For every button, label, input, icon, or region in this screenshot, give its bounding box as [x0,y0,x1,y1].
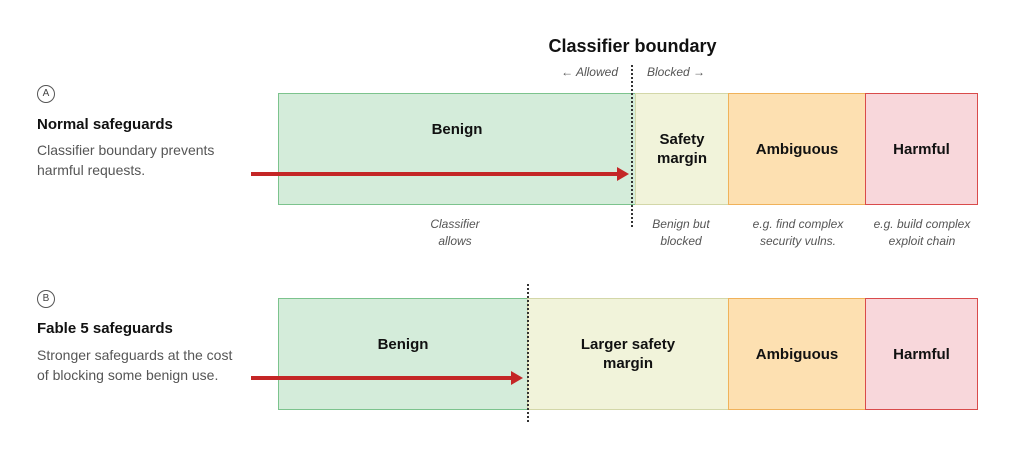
band-ambiguous: Ambiguous [728,93,866,205]
blocked-direction-label: Blocked → [647,65,706,79]
caption-margin: Benign but blocked [635,216,727,250]
row-b-classifier-boundary [527,284,529,422]
band-benign: Benign [278,298,528,410]
caption-harmful-line2: exploit chain [888,234,956,248]
caption-ambiguous-line2: security vulns. [759,234,837,248]
row-a-arrow-head-icon [617,167,629,181]
caption-harmful: e.g. build complex exploit chain [862,216,982,250]
band-ambiguous-label: Ambiguous [755,345,839,363]
caption-harmful-line1: e.g. build complex [873,217,971,231]
caption-margin-line1: Benign but [652,217,710,231]
band-benign-label: Benign [377,335,429,353]
band-harmful: Harmful [865,298,978,410]
band-margin-label-line1: Larger safety [580,336,676,353]
row-b-bar: Benign Larger safety margin Ambiguous Ha… [278,298,978,410]
band-larger-safety-margin: Larger safety margin [527,298,729,410]
row-a-arrow-shaft [251,172,619,176]
caption-benign: Classifier allows [395,216,515,250]
band-margin-label-line2: margin [602,355,653,372]
diagram-title: Classifier boundary [548,36,717,56]
row-b-arrow-head-icon [511,371,523,385]
band-safety-margin: Safety margin [635,93,729,205]
row-a-description: Classifier boundary prevents harmful req… [37,142,215,178]
caption-benign-line1: Classifier [430,217,480,231]
band-harmful-label: Harmful [893,345,950,363]
band-margin-label-line1: Safety [659,131,705,148]
row-b-arrow-shaft [251,376,513,380]
band-harmful-label: Harmful [893,140,950,158]
caption-margin-line2: blocked [660,234,702,248]
caption-benign-line2: allows [438,234,472,248]
row-b-heading: Fable 5 safeguards [37,320,173,337]
band-ambiguous: Ambiguous [728,298,866,410]
band-ambiguous-label: Ambiguous [755,140,839,158]
band-benign: Benign [278,93,636,205]
allowed-direction-label: ← Allowed [561,65,618,79]
row-a-heading: Normal safeguards [37,116,173,133]
caption-ambiguous-line1: e.g. find complex [752,217,844,231]
badge-a: A [37,85,55,103]
row-b-description: Stronger safeguards at the cost of block… [37,347,233,383]
caption-ambiguous: e.g. find complex security vulns. [732,216,864,250]
row-a-classifier-boundary [631,65,633,227]
band-benign-label: Benign [431,120,483,138]
band-harmful: Harmful [865,93,978,205]
badge-b: B [37,290,55,308]
band-margin-label-line2: margin [656,150,707,167]
row-a-bar: Benign Safety margin Ambiguous Harmful [278,93,978,205]
